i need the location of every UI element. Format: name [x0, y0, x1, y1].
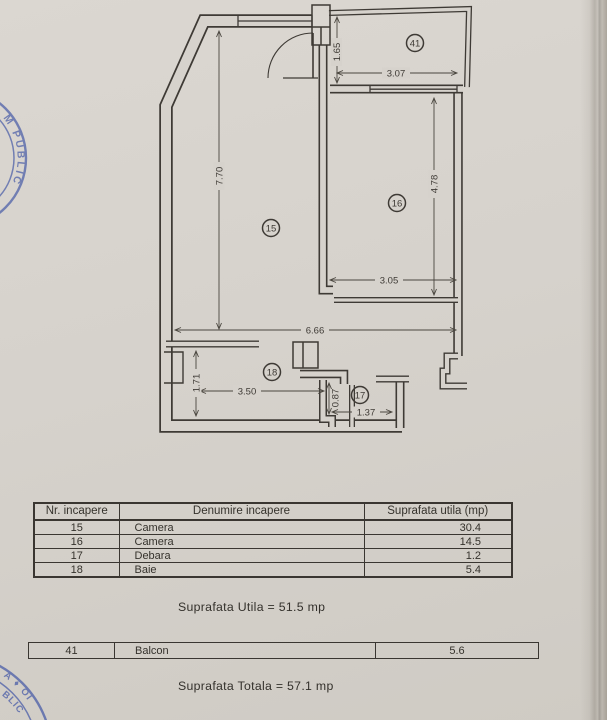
- room-18-label: 18: [262, 362, 282, 382]
- room-41-label: 41: [405, 33, 425, 53]
- room-name: Baie: [118, 562, 365, 578]
- room-16-label: 16: [387, 193, 407, 213]
- svg-text:7.70: 7.70: [214, 167, 225, 186]
- svg-text:3.05: 3.05: [380, 275, 399, 286]
- room-name: Camera: [118, 519, 365, 535]
- dim-3-07: 3.07: [382, 67, 410, 79]
- dim-3-50: 3.50: [233, 385, 261, 397]
- svg-text:41: 41: [410, 38, 421, 49]
- balcony-name: Balcon: [114, 642, 376, 659]
- svg-text:17: 17: [355, 390, 366, 401]
- table-row: 16 Camera 14.5: [33, 534, 513, 549]
- room-17-label: 17: [350, 385, 370, 405]
- svg-text:16: 16: [392, 198, 403, 209]
- balcony-table: 41 Balcon 5.6: [28, 642, 539, 659]
- dim-3-05: 3.05: [375, 274, 403, 286]
- dimension-labels: 7.70 1.65 3.07 4.78 3.05 6.66 1.71: [190, 38, 440, 418]
- usable-area-text: Suprafata Utila = 51.5 mp: [178, 600, 326, 614]
- dim-1-65: 1.65: [331, 38, 343, 66]
- room-area: 1.2: [363, 548, 513, 563]
- interior-walls: [166, 45, 463, 427]
- svg-text:A ♦ OI: A ♦ OI: [2, 670, 35, 703]
- dimension-lines: [173, 15, 459, 418]
- room-area: 30.4: [363, 519, 513, 535]
- total-area-text: Suprafata Totala = 57.1 mp: [178, 679, 334, 693]
- table-row: 18 Baie 5.4: [33, 562, 513, 578]
- svg-text:18: 18: [267, 367, 278, 378]
- room-areas-table: Nr. incapere Denumire incapere Suprafata…: [33, 502, 513, 578]
- dim-4-78: 4.78: [428, 170, 440, 198]
- svg-text:1.65: 1.65: [332, 43, 343, 62]
- dim-1-37: 1.37: [352, 406, 380, 418]
- bath-niche: [164, 351, 184, 384]
- col-header-nr: Nr. incapere: [33, 502, 120, 521]
- table-row: 41 Balcon 5.6: [28, 642, 539, 659]
- table-row: 15 Camera 30.4: [33, 519, 513, 535]
- room-name: Camera: [118, 534, 365, 549]
- svg-text:15: 15: [266, 223, 277, 234]
- svg-text:1.37: 1.37: [357, 407, 376, 418]
- table-header-row: Nr. incapere Denumire incapere Suprafata…: [33, 502, 513, 521]
- room-nr: 15: [33, 519, 120, 535]
- col-header-area: Suprafata utila (mp): [363, 502, 513, 521]
- svg-text:0.87: 0.87: [330, 389, 341, 408]
- floor-plan-drawing: 7.70 1.65 3.07 4.78 3.05 6.66 1.71: [159, 4, 473, 433]
- dim-0-87: 0.87: [330, 389, 341, 408]
- dim-7-70: 7.70: [213, 162, 225, 190]
- room-area: 5.4: [363, 562, 513, 578]
- room-nr: 16: [33, 534, 120, 549]
- balcony-walls: [328, 5, 473, 88]
- door-swing: [267, 32, 318, 79]
- dim-1-71: 1.71: [190, 369, 202, 397]
- room-number-labels: 15 16 41 18 17: [261, 33, 425, 405]
- svg-text:4.78: 4.78: [429, 175, 440, 194]
- dim-6-66: 6.66: [301, 324, 329, 336]
- balcony-nr: 41: [28, 642, 115, 659]
- table-row: 17 Debara 1.2: [33, 548, 513, 563]
- room-nr: 17: [33, 548, 120, 563]
- svg-text:BLIC: BLIC: [0, 689, 26, 716]
- svg-text:3.07: 3.07: [387, 68, 406, 79]
- stamp-arc-text-outer: A ♦ OI: [2, 670, 34, 703]
- duct-outline: [292, 341, 319, 369]
- svg-text:6.66: 6.66: [306, 325, 325, 336]
- room-15-label: 15: [261, 218, 281, 238]
- balcony-area: 5.6: [375, 642, 539, 659]
- stamp-arc-text-inner: BLIC: [0, 689, 25, 716]
- room-area: 14.5: [363, 534, 513, 549]
- shaft-outline: [311, 4, 331, 46]
- svg-text:1.71: 1.71: [191, 374, 202, 393]
- svg-text:3.50: 3.50: [238, 386, 257, 397]
- room-nr: 18: [33, 562, 120, 578]
- col-header-name: Denumire incapere: [118, 502, 365, 521]
- room-name: Debara: [118, 548, 365, 563]
- exterior-walls: [159, 14, 467, 433]
